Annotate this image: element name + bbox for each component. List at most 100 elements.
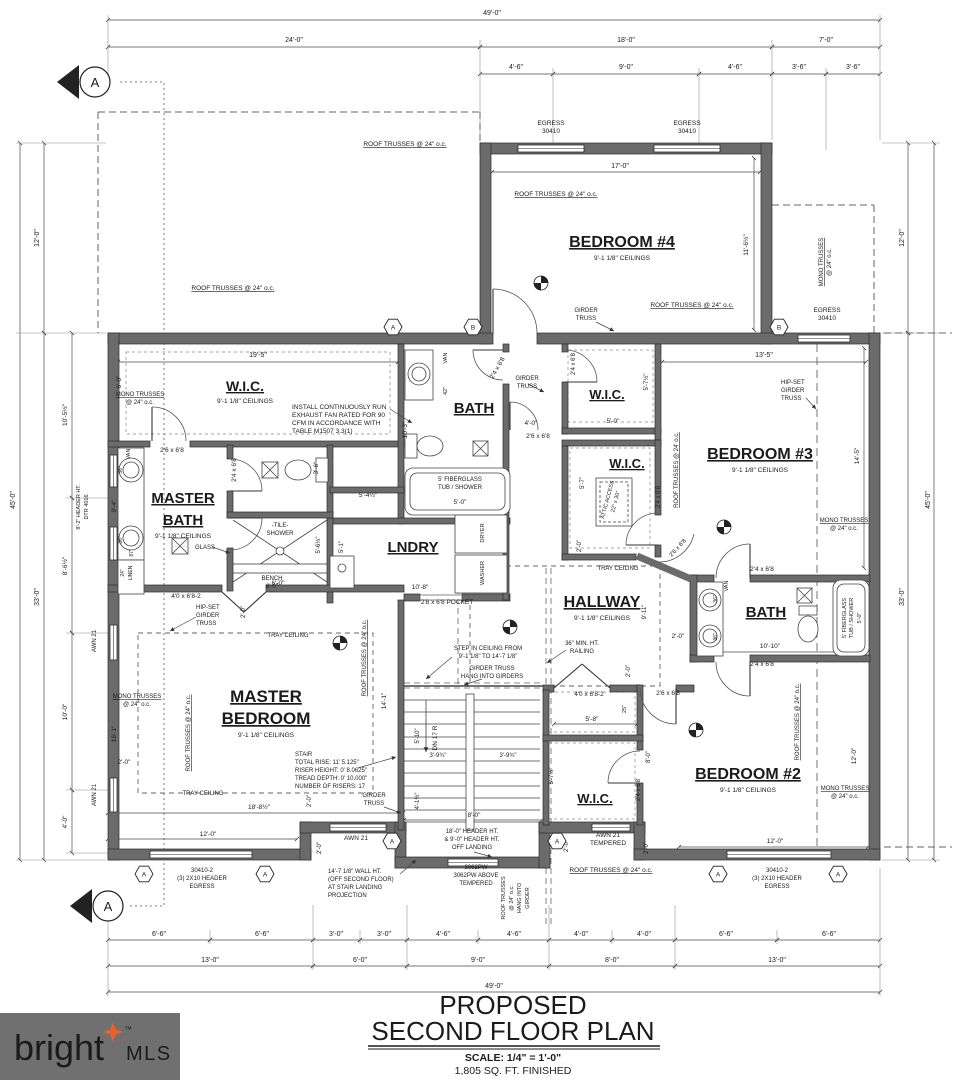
plan-label: @ 24" o.c. xyxy=(509,885,515,911)
stairs xyxy=(404,693,540,831)
plan-label: ROOF TRUSSES xyxy=(501,876,507,920)
room-label-master-bath: MASTER xyxy=(151,490,215,507)
hex-marker-a: A xyxy=(708,865,728,883)
window-egress-b4-left xyxy=(517,144,585,153)
plan-label: 5'-10" xyxy=(415,728,421,743)
windows xyxy=(109,144,851,867)
plan-label: ROOF TRUSSES @ 24" o.c. xyxy=(569,867,652,874)
svg-text:A: A xyxy=(91,75,100,90)
plan-label: 9'-0" xyxy=(619,64,633,71)
room-label-master-bedroom: MASTER xyxy=(230,687,302,706)
plan-label: 4'0 x 6'8-2 xyxy=(171,593,201,600)
plan-label: (3) 2X10 HEADER xyxy=(752,876,802,882)
plan-label: @ 24" o.c. xyxy=(830,526,858,532)
plan-label: TUB / SHOWER xyxy=(438,485,483,491)
plan-label: 8'-0" xyxy=(468,812,482,819)
plan-label: 30410 xyxy=(678,128,696,135)
plan-label: 6'-0" xyxy=(272,580,286,587)
plan-label: 9'-1 1/8" TO 14'-7 1/8" xyxy=(459,654,518,660)
plan-label: 30410-2 xyxy=(766,868,789,874)
toilet xyxy=(284,459,312,481)
plan-label: 5'-0" xyxy=(454,499,468,506)
plan-label: 4'-6" xyxy=(507,931,521,938)
plan-label: 2'6 x 6'8 xyxy=(656,690,680,697)
plan-label: 4'-6" xyxy=(728,64,742,71)
plan-label: 14'-5" xyxy=(854,447,861,464)
title-scale: SCALE: 1/4" = 1'-0" xyxy=(465,1052,561,1064)
plan-label: 2'-0" xyxy=(317,842,323,854)
hex-marker-a: A xyxy=(255,865,275,883)
plan-label: PROJECTION xyxy=(328,893,367,899)
plan-label: 2'4 x 6'8 xyxy=(231,458,238,482)
plan-label: 4'-0" xyxy=(62,815,69,829)
plan-label: 9'-1 1/8" CEILINGS xyxy=(720,787,777,794)
plan-label: 3'-6" xyxy=(792,64,806,71)
plan-label: RISER HEIGHT: 0' 8.0625" xyxy=(295,768,367,774)
plan-label: TRUSS xyxy=(781,396,801,402)
plan-label: EXHAUST FAN RATED FOR 90 xyxy=(292,412,385,419)
plan-label: INSTALL CONTINUOUSLY RUN xyxy=(292,404,387,411)
plan-label: ROOF TRUSSES @ 24" o.c. xyxy=(186,694,192,771)
plan-label: 4'-0" xyxy=(525,420,539,427)
window-left-2 xyxy=(109,526,118,561)
plan-label: 2'4 x 6'8 xyxy=(571,352,577,375)
svg-text:B: B xyxy=(471,325,475,332)
plan-label: 9'-0" xyxy=(471,957,485,964)
title-block: PROPOSED SECOND FLOOR PLAN SCALE: 1/4" =… xyxy=(368,990,660,1077)
plan-label: MONO TRUSSES xyxy=(116,392,165,398)
plan-label: TEMPERED xyxy=(459,881,493,887)
plan-label: 3'-9¾" xyxy=(430,753,447,759)
plan-label: AWN 21 xyxy=(92,783,98,806)
plan-label: 8'-2" HEADER HT. xyxy=(76,484,82,530)
window-awn-21-tempered xyxy=(591,823,631,832)
plan-label: 5'-1" xyxy=(339,541,345,553)
plan-label: 2'6 x 6'8 xyxy=(669,538,689,559)
plan-label: 49'-0" xyxy=(483,10,501,17)
plan-label: 12'-0" xyxy=(200,831,217,838)
title-line1: PROPOSED xyxy=(439,990,586,1020)
plan-label: 18'-0" xyxy=(617,37,635,44)
room-label-master-wic: W.I.C. xyxy=(226,378,264,394)
plan-label: 2'4 x 6'8 xyxy=(750,566,774,573)
plan-label: 42" xyxy=(443,387,449,395)
plan-label: 4'-1½" xyxy=(414,793,421,810)
plan-label: 36" MIN. HT. xyxy=(565,641,599,647)
plan-label: 2'-0" xyxy=(672,633,686,640)
plan-label: 24'-0" xyxy=(285,37,303,44)
logo-star-icon xyxy=(103,1022,123,1042)
room-label-laundry: LNDRY xyxy=(387,539,438,556)
shower-bench xyxy=(232,563,328,574)
plan-label: DN 17 R xyxy=(432,725,439,750)
plan-label: TRAY CEILING xyxy=(267,633,308,639)
svg-text:A: A xyxy=(263,872,268,879)
plan-label: 6'-6" xyxy=(719,931,733,938)
plan-label: 5' FIBERGLASS xyxy=(438,477,482,483)
plan-label: 25" xyxy=(622,705,628,713)
plan-label: 12'-0" xyxy=(767,838,784,845)
plan-label: TRUSS xyxy=(517,384,537,390)
plan-label: LINEN xyxy=(128,565,134,580)
plan-label: HANG INTO GIRDERS xyxy=(461,674,523,680)
plan-label: AWN 21 xyxy=(344,835,368,842)
plan-label: 33'-0" xyxy=(899,588,906,606)
plan-label: TRUSS xyxy=(196,621,216,627)
plan-label: 9'-1 1/8" CEILINGS xyxy=(155,533,212,540)
plan-label: MONO TRUSSES xyxy=(113,694,162,700)
plan-label: 12'-0" xyxy=(899,229,906,247)
plan-label: 36" xyxy=(713,595,719,603)
logo-background xyxy=(0,1013,180,1080)
plan-label: 2'-0" xyxy=(564,840,570,852)
plan-label: ROOF TRUSSES @ 24" o.c. xyxy=(363,141,446,148)
plan-label: 5'-0" xyxy=(607,418,621,425)
svg-text:A: A xyxy=(391,325,396,332)
plan-label: TRUSS xyxy=(576,316,596,322)
plan-label: GLASS xyxy=(195,545,215,551)
plan-label: DTR 4016 xyxy=(84,494,90,519)
plan-label: GIRDER xyxy=(362,793,386,799)
plan-label: @ 24" o.c. xyxy=(831,794,859,800)
plan-label: 9'-1 1/8" CEILINGS xyxy=(574,615,631,622)
plan-label: 3'-0" xyxy=(377,931,391,938)
plan-label: 10'-8" xyxy=(412,584,429,591)
plan-label: 6'-0" xyxy=(353,957,367,964)
